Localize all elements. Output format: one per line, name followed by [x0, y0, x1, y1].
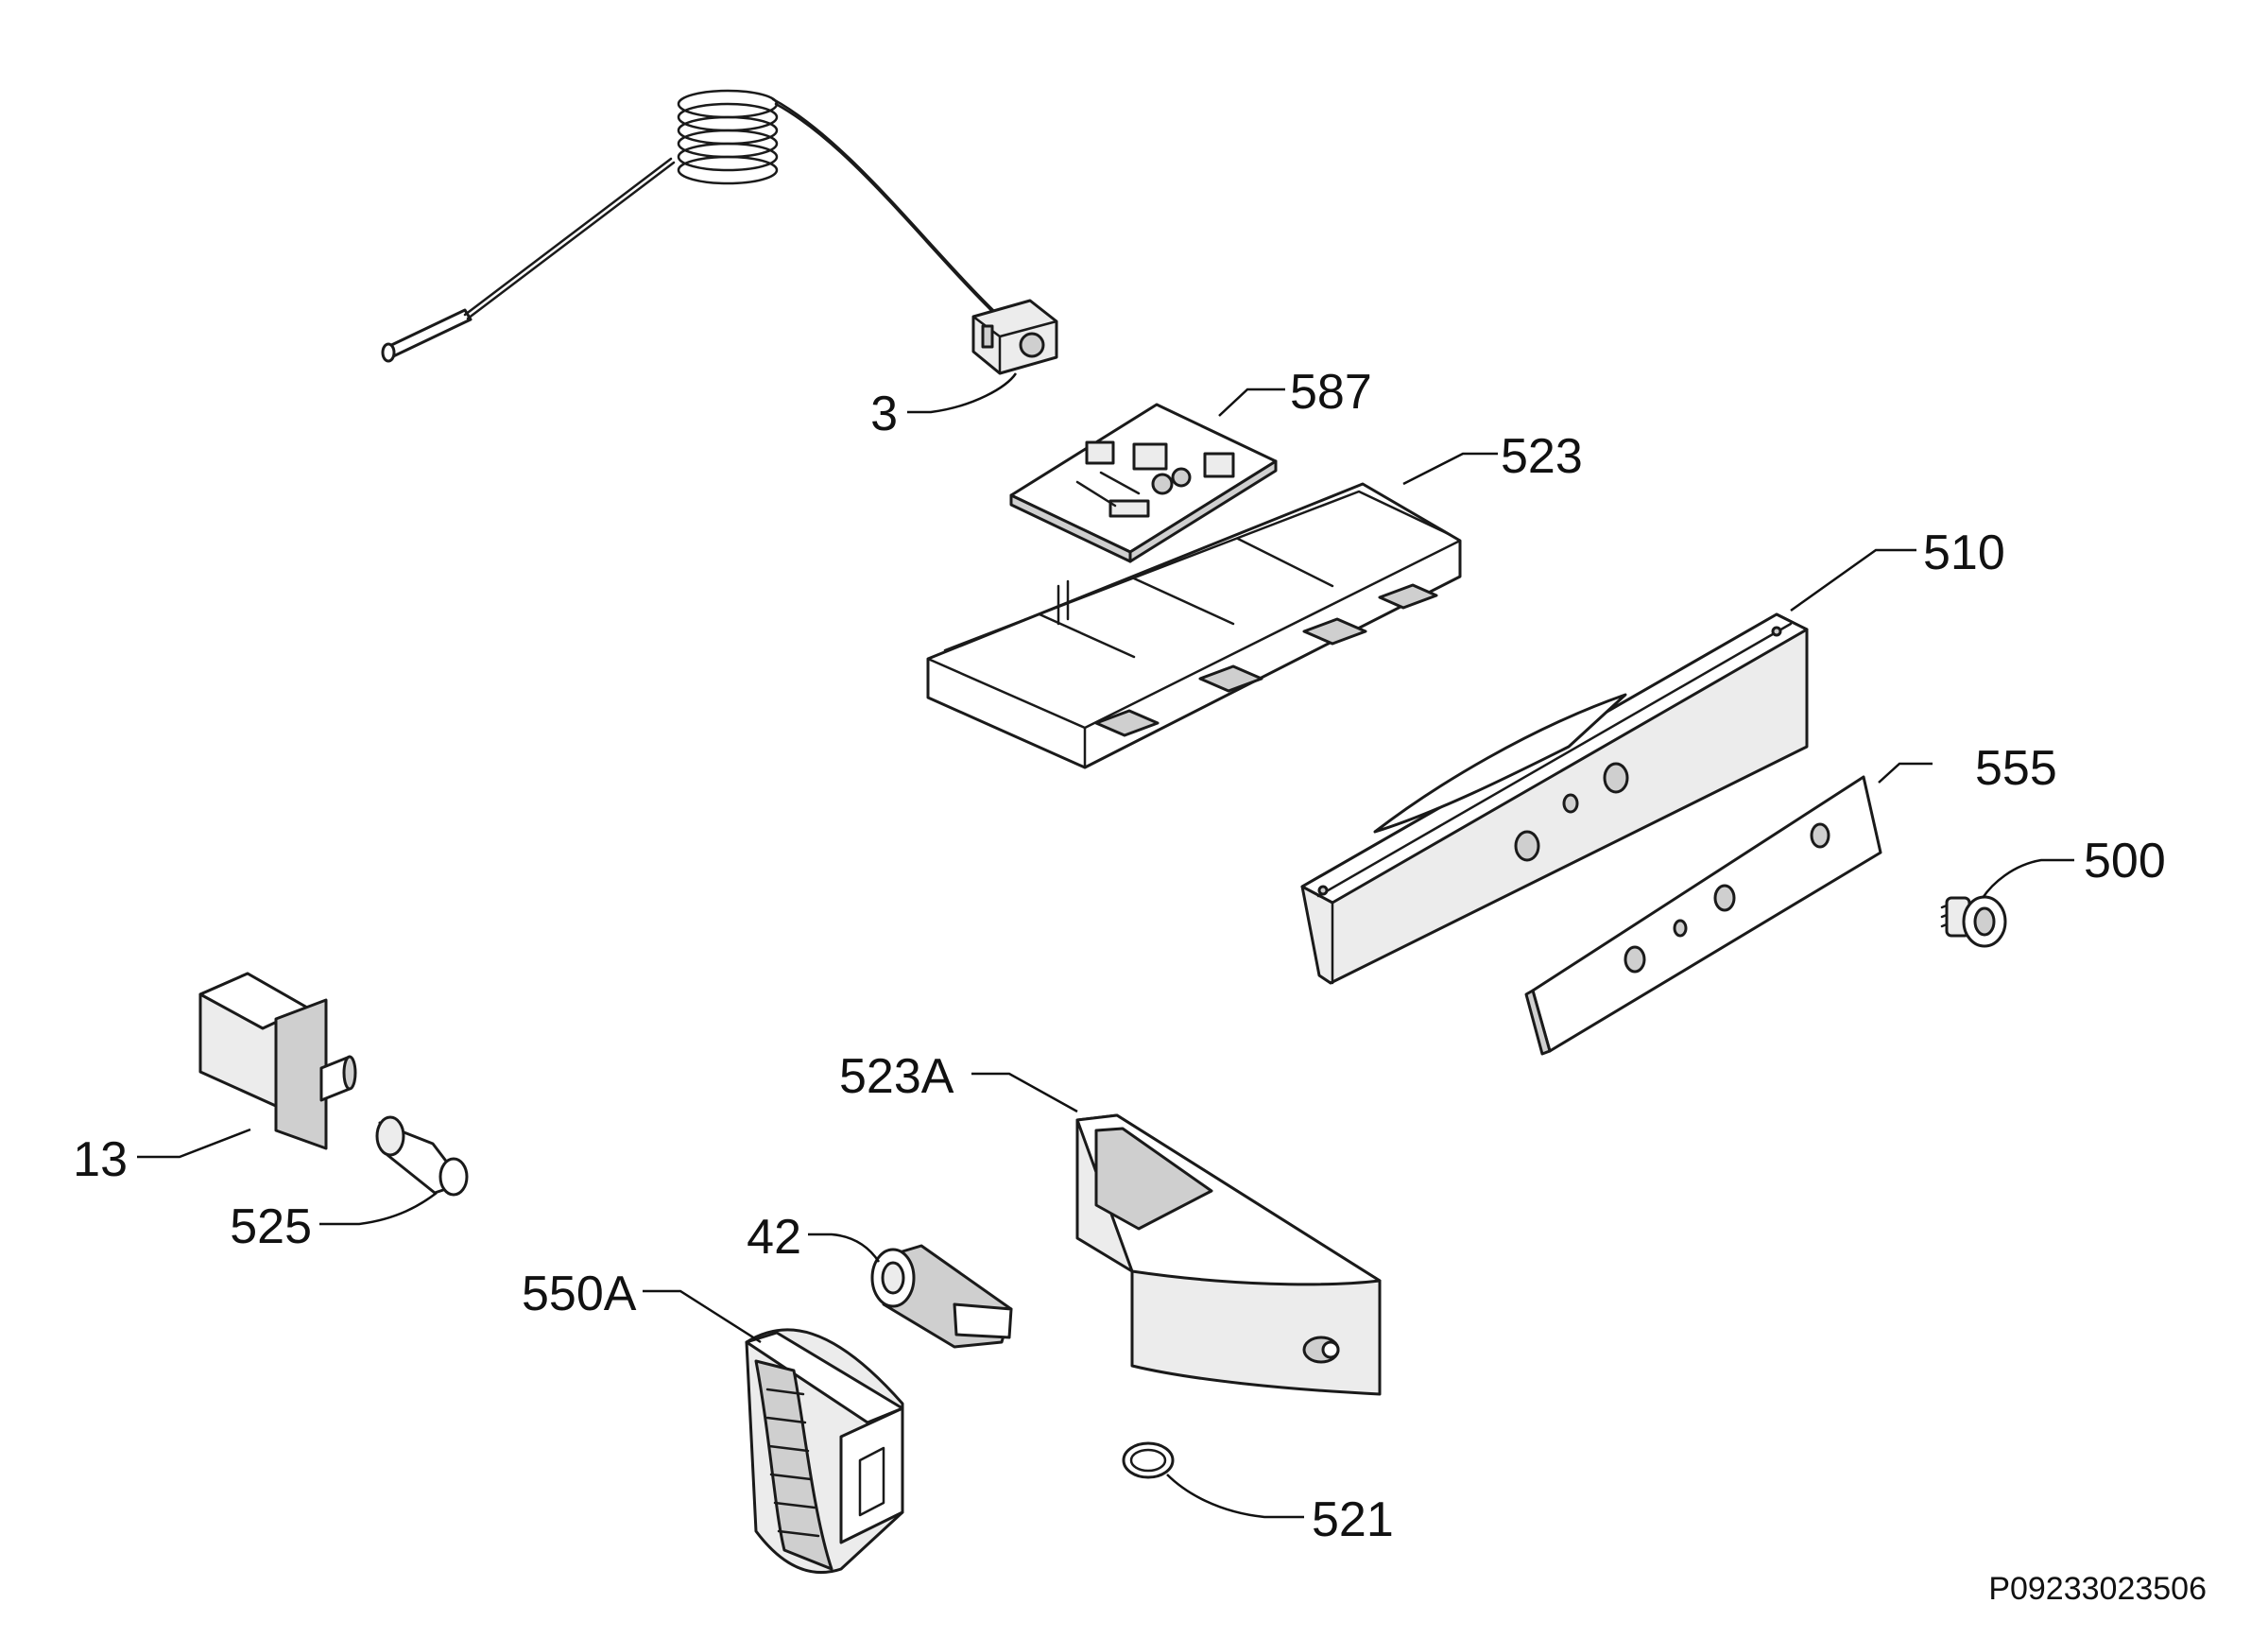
leader-525	[319, 1192, 438, 1226]
pcb-part	[1009, 403, 1278, 563]
plunger-part	[375, 1115, 469, 1197]
thermostat-part	[381, 89, 1058, 375]
cover-right-part	[1075, 1113, 1382, 1396]
label-555: 555	[1975, 741, 2057, 796]
housing-part	[926, 482, 1462, 769]
diagram-code: P09233023506	[1988, 1571, 2207, 1607]
leader-510	[1790, 548, 1916, 612]
bulb-part	[1940, 895, 2007, 948]
label-42: 42	[747, 1210, 801, 1265]
leader-555	[1878, 762, 1933, 784]
leader-521	[1166, 1474, 1304, 1519]
label-510: 510	[1923, 526, 2005, 580]
label-13: 13	[73, 1132, 128, 1187]
label-521: 521	[1312, 1492, 1394, 1547]
label-523a: 523A	[839, 1049, 954, 1104]
panel-part	[1300, 612, 1809, 985]
strip-part	[1524, 775, 1882, 1056]
leader-523	[1402, 452, 1498, 486]
leader-13	[137, 1128, 251, 1159]
label-525: 525	[230, 1199, 312, 1254]
leader-523a	[971, 1072, 1078, 1113]
label-3: 3	[870, 387, 898, 441]
label-523: 523	[1501, 429, 1583, 484]
leader-587	[1218, 388, 1285, 417]
leader-3	[907, 372, 1018, 414]
label-500: 500	[2084, 834, 2166, 888]
switch-part	[198, 972, 357, 1150]
capillary-coil	[677, 89, 779, 185]
leader-42	[808, 1233, 881, 1263]
leader-550a	[643, 1289, 762, 1344]
label-587: 587	[1290, 365, 1372, 420]
label-550a: 550A	[522, 1267, 637, 1321]
cover-left-part	[745, 1328, 904, 1575]
lamp-holder-part	[870, 1244, 1013, 1349]
leader-500	[1981, 858, 2074, 899]
washer-part	[1122, 1441, 1175, 1479]
